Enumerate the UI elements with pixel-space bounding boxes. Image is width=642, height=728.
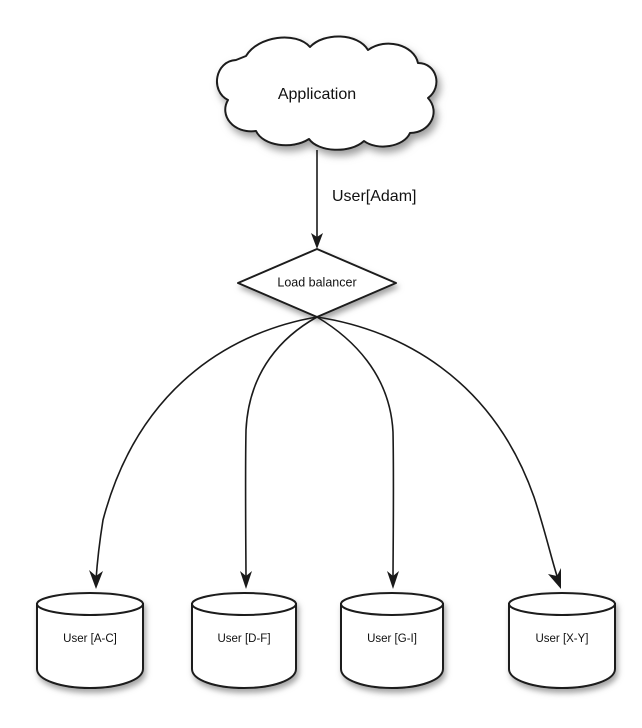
arrow-head-down	[311, 233, 323, 249]
edge-curve-3	[316, 316, 395, 581]
shard-1-cylinder-top	[36, 592, 144, 616]
arrow-head-shard-2	[240, 571, 252, 589]
shard-2-cylinder-top	[191, 592, 297, 616]
node-shard-2[interactable]: User [D-F]	[191, 592, 297, 690]
edge-load-balancer-to-shard-2	[240, 316, 318, 589]
shard-3-cylinder-top	[340, 592, 444, 616]
edge-label-user-adam: User[Adam]	[332, 188, 416, 205]
shard-2-cylinder-body	[191, 603, 297, 690]
shard-4-cylinder-body	[508, 603, 616, 690]
shard-3-cylinder-body	[340, 603, 444, 690]
shard-2-label: User [D-F]	[217, 633, 270, 645]
load-balancer-label: Load balancer	[277, 275, 356, 289]
node-shard-1[interactable]: User [A-C]	[36, 592, 144, 690]
edge-load-balancer-to-shard-3	[316, 316, 399, 589]
node-shard-3[interactable]: User [G-I]	[340, 592, 444, 690]
shard-4-cylinder-top	[508, 592, 616, 616]
arrow-head-shard-1	[89, 570, 103, 589]
edge-curve-2	[244, 316, 318, 581]
shard-3-label: User [G-I]	[367, 633, 417, 645]
edge-load-balancer-to-shard-1	[89, 316, 318, 589]
shard-1-cylinder-body	[36, 603, 144, 690]
edge-curve-1	[95, 316, 318, 581]
arrow-head-shard-4	[548, 568, 561, 589]
edge-load-balancer-to-shard-4	[316, 316, 561, 589]
node-application[interactable]: Application	[216, 35, 438, 151]
application-label: Application	[278, 86, 356, 103]
edge-application-to-load-balancer: User[Adam]	[311, 150, 416, 249]
shard-4-label: User [X-Y]	[535, 633, 588, 645]
node-shard-4[interactable]: User [X-Y]	[508, 592, 616, 690]
node-load-balancer[interactable]: Load balancer	[237, 248, 397, 318]
edge-curve-4	[316, 316, 559, 580]
shard-1-label: User [A-C]	[63, 633, 117, 645]
arrow-head-shard-3	[387, 571, 399, 589]
